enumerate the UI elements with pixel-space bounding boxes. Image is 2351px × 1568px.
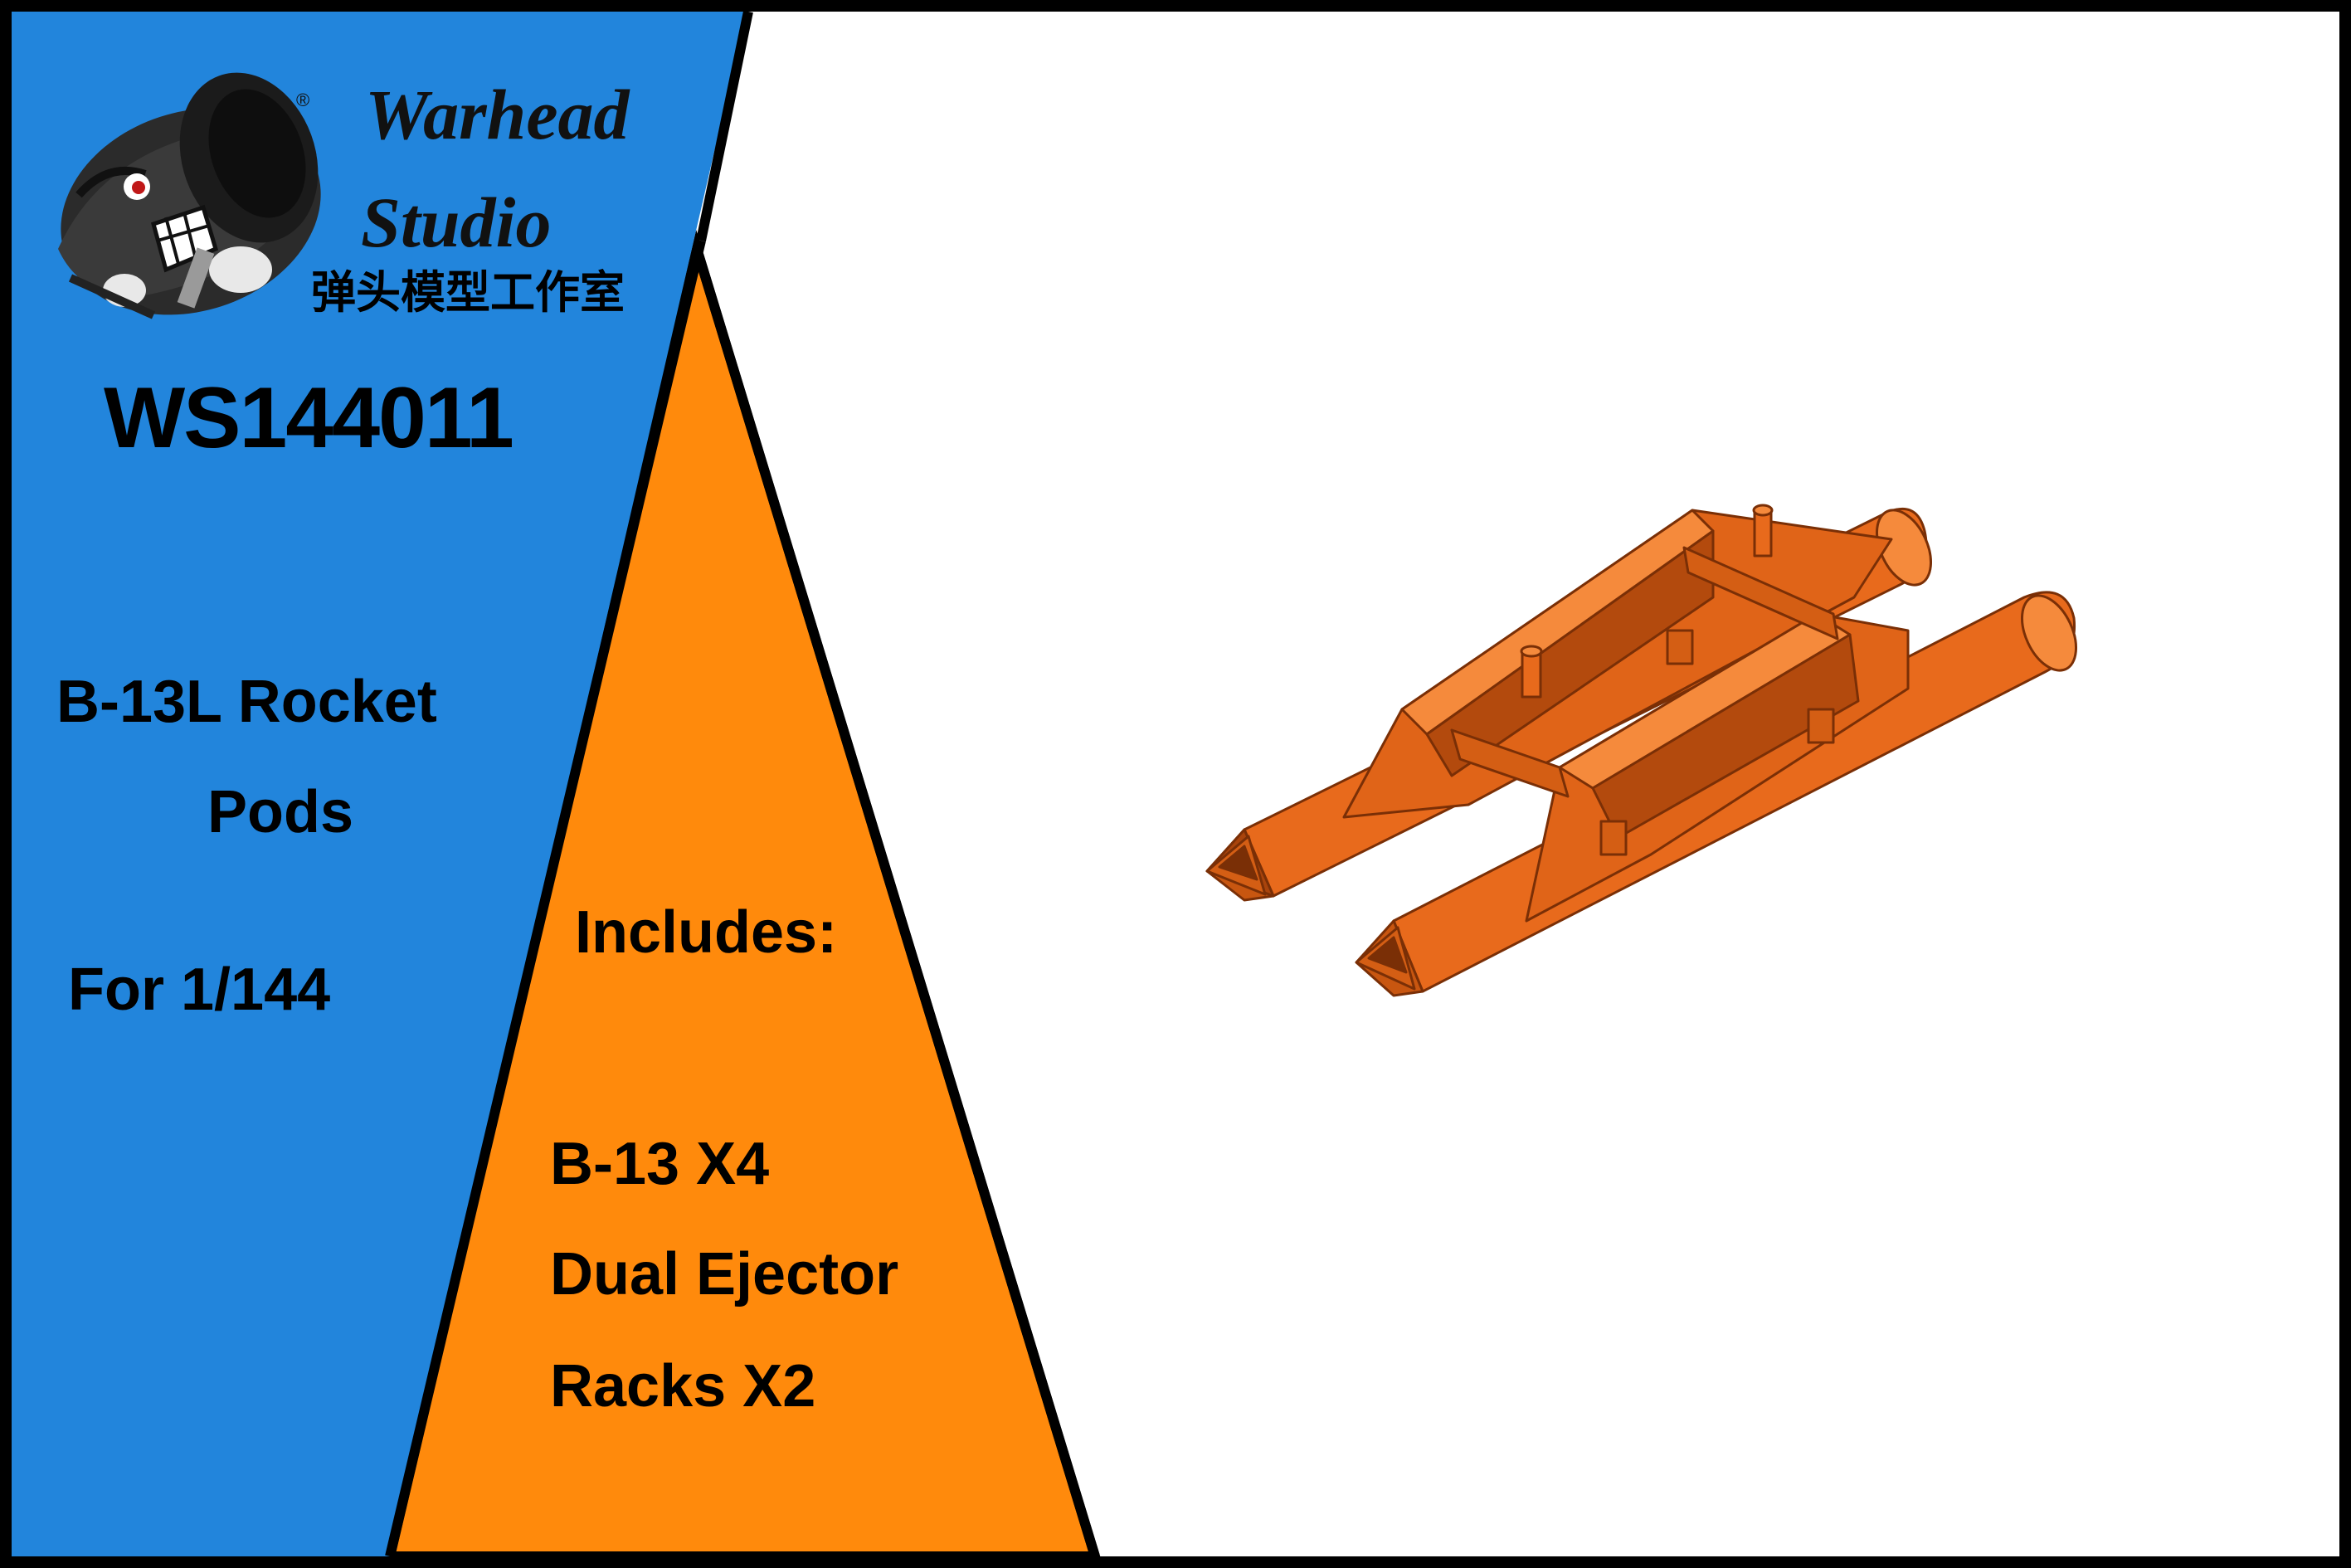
brand-name-line2: Studio [361,183,552,262]
bomb-mascot-icon [58,72,321,319]
product-name-line2: Pods [207,779,354,845]
includes-heading: Includes: [575,899,838,966]
blue-panel [12,12,747,1556]
includes-line1: B-13 X4 [550,1131,770,1197]
includes-line3: Racks X2 [550,1353,816,1419]
brand-name-line1: Warhead [365,75,630,154]
product-code: WS144011 [104,370,514,466]
product-name-line1: B-13L Rocket [56,669,437,735]
product-scale: For 1/144 [68,957,331,1023]
registered-mark: ® [296,90,310,110]
includes-line2: Dual Ejector [550,1241,899,1307]
brand-name-chinese: 弹头模型工作室 [311,266,625,319]
